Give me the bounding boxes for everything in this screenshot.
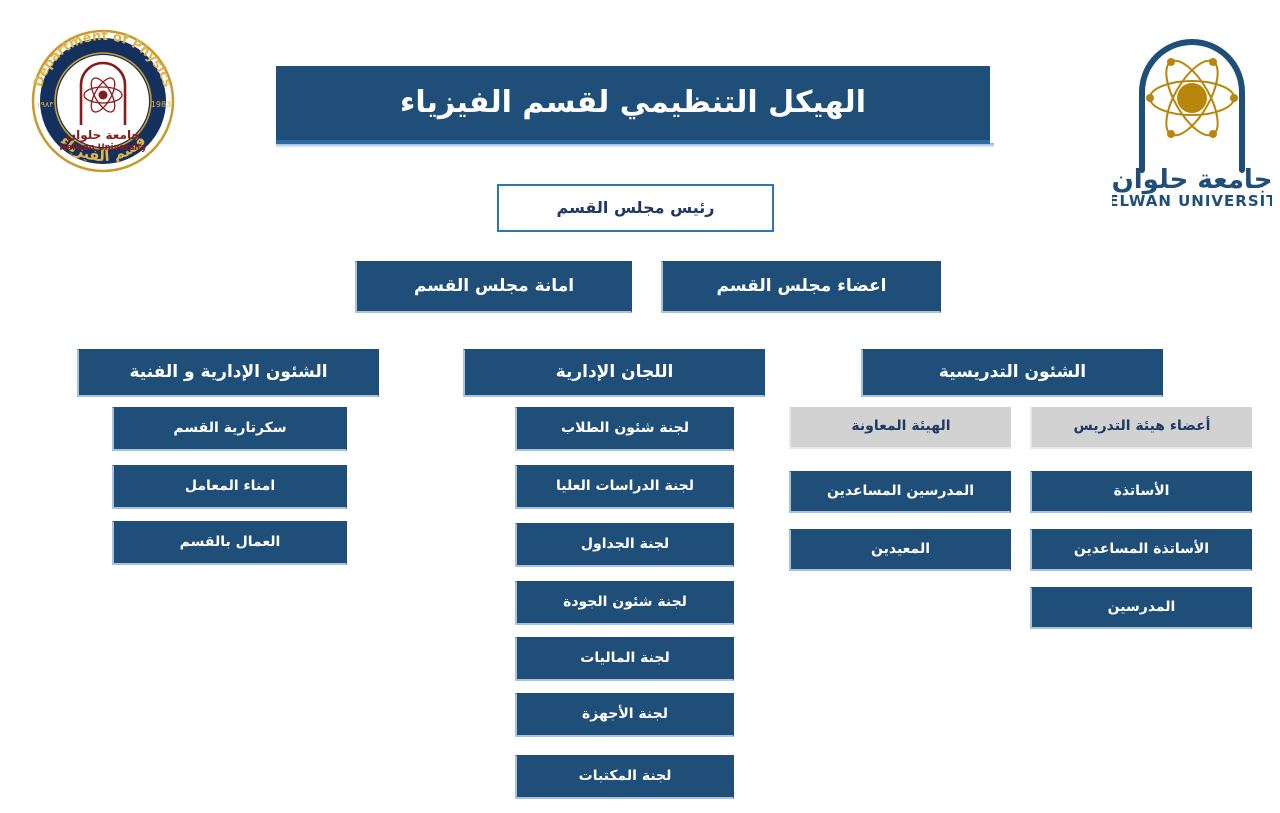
org-node-student-affairs-committee[interactable]: لجنة شئون الطلاب	[515, 407, 734, 451]
org-node-head-of-department-council[interactable]: رئيس مجلس القسم	[497, 184, 774, 232]
org-node-department-workers[interactable]: العمال بالقسم	[112, 521, 347, 565]
org-node-council-members[interactable]: اعضاء مجلس القسم	[661, 261, 941, 313]
svg-text:Helwan University: Helwan University	[59, 143, 147, 153]
department-of-physics-seal-logo: Department of Physics قسم الفيزياء ١٩٨٣ …	[18, 25, 188, 175]
org-node-quality-affairs-committee[interactable]: لجنة شئون الجودة	[515, 581, 734, 625]
svg-text:جامعة حلوان: جامعة حلوان	[66, 128, 140, 143]
org-subgroup-header-assisting-staff[interactable]: الهيئة المعاونة	[789, 407, 1011, 449]
org-node-council-secretariat[interactable]: امانة مجلس القسم	[355, 261, 632, 313]
org-node-postgraduate-studies-committee[interactable]: لجنة الدراسات العليا	[515, 465, 734, 509]
org-node-finance-committee[interactable]: لجنة الماليات	[515, 637, 734, 681]
org-node-professors[interactable]: الأساتذة	[1030, 471, 1252, 513]
org-node-lecturers[interactable]: المدرسين	[1030, 587, 1252, 629]
org-node-timetables-committee[interactable]: لجنة الجداول	[515, 523, 734, 567]
org-node-associate-professors[interactable]: الأساتذة المساعدين	[1030, 529, 1252, 571]
org-branch-header-administrative-committees[interactable]: اللجان الإدارية	[463, 349, 765, 397]
svg-text:جامعة حلوان: جامعة حلوان	[1112, 165, 1272, 195]
org-branch-header-administrative-technical-affairs[interactable]: الشئون الإدارية و الفنية	[77, 349, 379, 397]
helwan-university-logo: جامعة حلوان HELWAN UNIVERSITY	[1112, 30, 1272, 215]
svg-text:HELWAN UNIVERSITY: HELWAN UNIVERSITY	[1112, 192, 1272, 210]
org-branch-header-teaching-affairs[interactable]: الشئون التدريسية	[861, 349, 1163, 397]
org-node-assistant-lecturers[interactable]: المدرسين المساعدين	[789, 471, 1011, 513]
svg-text:١٩٨٣: ١٩٨٣	[36, 100, 54, 109]
page-title: الهيكل التنظيمي لقسم الفيزياء	[276, 66, 994, 148]
org-subgroup-header-faculty-members[interactable]: أعضاء هيئة التدريس	[1030, 407, 1252, 449]
svg-text:1983: 1983	[151, 100, 171, 109]
org-node-equipment-committee[interactable]: لجنة الأجهزة	[515, 693, 734, 737]
org-node-libraries-committee[interactable]: لجنة المكتبات	[515, 755, 734, 799]
org-node-lab-custodians[interactable]: امناء المعامل	[112, 465, 347, 509]
org-node-teaching-assistants[interactable]: المعيدين	[789, 529, 1011, 571]
org-node-department-secretariat[interactable]: سكرتارية القسم	[112, 407, 347, 451]
